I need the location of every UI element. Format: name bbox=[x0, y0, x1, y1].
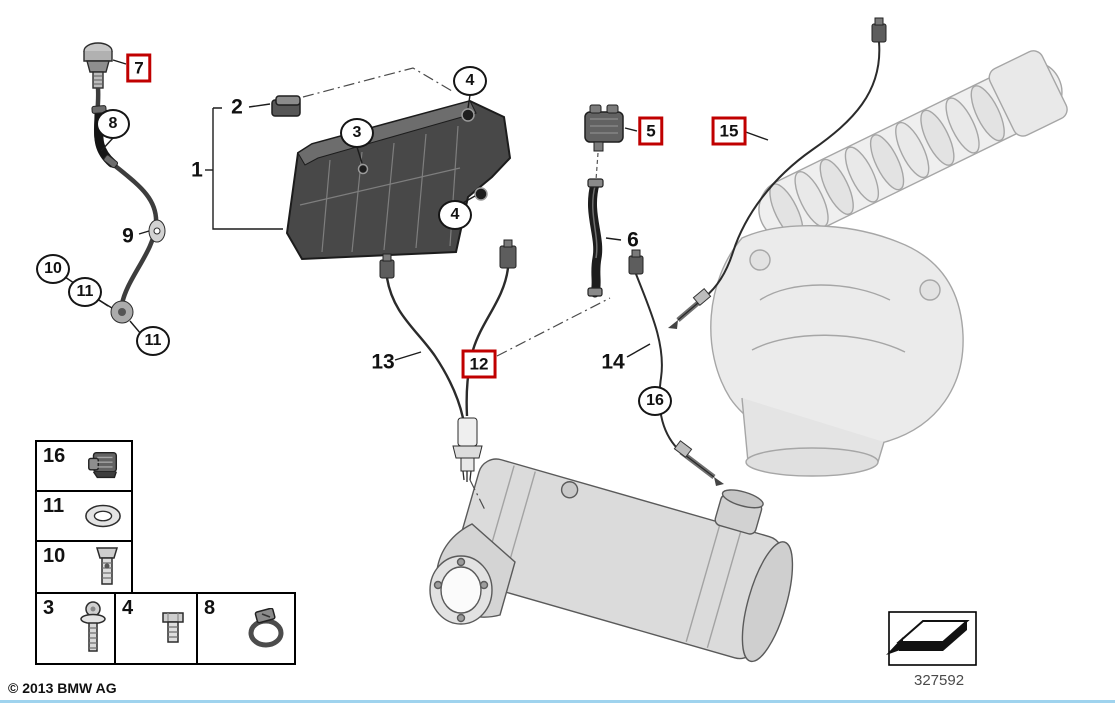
dpf-drawing bbox=[429, 458, 794, 663]
legend-number-8: 8 bbox=[204, 597, 216, 619]
bracket-drawing bbox=[285, 99, 512, 261]
hose-clamp-icon bbox=[248, 607, 284, 647]
callout-3[interactable]: 3 bbox=[340, 118, 374, 148]
bottom-edge-bar bbox=[0, 700, 1115, 703]
clip-icon bbox=[88, 451, 118, 479]
legend-cell-10[interactable]: 10 bbox=[35, 540, 133, 594]
callout-4-top[interactable]: 4 bbox=[453, 66, 487, 96]
legend-number-3: 3 bbox=[43, 597, 55, 619]
callout-11-upper[interactable]: 11 bbox=[68, 277, 102, 307]
callout-5[interactable]: 5 bbox=[638, 116, 664, 146]
callout-9[interactable]: 9 bbox=[122, 224, 134, 248]
copyright-text: © 2013 BMW AG bbox=[8, 680, 117, 696]
legend-cell-4[interactable]: 4 bbox=[114, 592, 198, 665]
callout-14[interactable]: 14 bbox=[601, 350, 625, 374]
pressure-sensor5-drawing bbox=[584, 104, 624, 181]
legend-cell-11[interactable]: 11 bbox=[35, 490, 133, 542]
hex-bolt-icon bbox=[162, 611, 184, 643]
grommet-drawing bbox=[271, 95, 301, 117]
construction-lines bbox=[302, 67, 611, 513]
legend-cell-8[interactable]: 8 bbox=[196, 592, 296, 665]
callout-10[interactable]: 10 bbox=[36, 254, 70, 284]
washer-icon bbox=[85, 504, 121, 528]
hose-drawing bbox=[587, 178, 604, 298]
screw-icon bbox=[80, 600, 106, 652]
legend-cell-16[interactable]: 16 bbox=[35, 440, 133, 492]
callout-15[interactable]: 15 bbox=[711, 116, 747, 146]
diagram-number: 327592 bbox=[914, 672, 965, 689]
direction-arrow bbox=[886, 611, 977, 666]
legend-cell-3[interactable]: 3 bbox=[35, 592, 116, 665]
lambda-sensor-group bbox=[379, 239, 517, 482]
temp-sensor15-group bbox=[668, 17, 887, 329]
legend-number-11: 11 bbox=[43, 495, 65, 517]
intake-manifold-drawing bbox=[710, 50, 1068, 477]
callout-11-lower[interactable]: 11 bbox=[136, 326, 170, 356]
pressure-sensor7-drawing bbox=[83, 42, 113, 89]
callout-2[interactable]: 2 bbox=[231, 95, 243, 119]
hollow-bolt-icon bbox=[95, 547, 119, 585]
callout-4-bottom[interactable]: 4 bbox=[438, 200, 472, 230]
legend-number-10: 10 bbox=[43, 545, 66, 567]
lambda-sensor-body bbox=[452, 417, 483, 482]
legend-number-16: 16 bbox=[43, 445, 66, 467]
callout-1[interactable]: 1 bbox=[191, 158, 203, 182]
callout-8[interactable]: 8 bbox=[96, 109, 130, 139]
callout-6[interactable]: 6 bbox=[627, 228, 639, 252]
callout-7[interactable]: 7 bbox=[126, 53, 152, 83]
callout-12[interactable]: 12 bbox=[461, 349, 497, 379]
callout-13[interactable]: 13 bbox=[371, 350, 395, 374]
temp-sensor16-group bbox=[628, 249, 724, 486]
callout-16[interactable]: 16 bbox=[638, 386, 672, 416]
legend-number-4: 4 bbox=[122, 597, 134, 619]
